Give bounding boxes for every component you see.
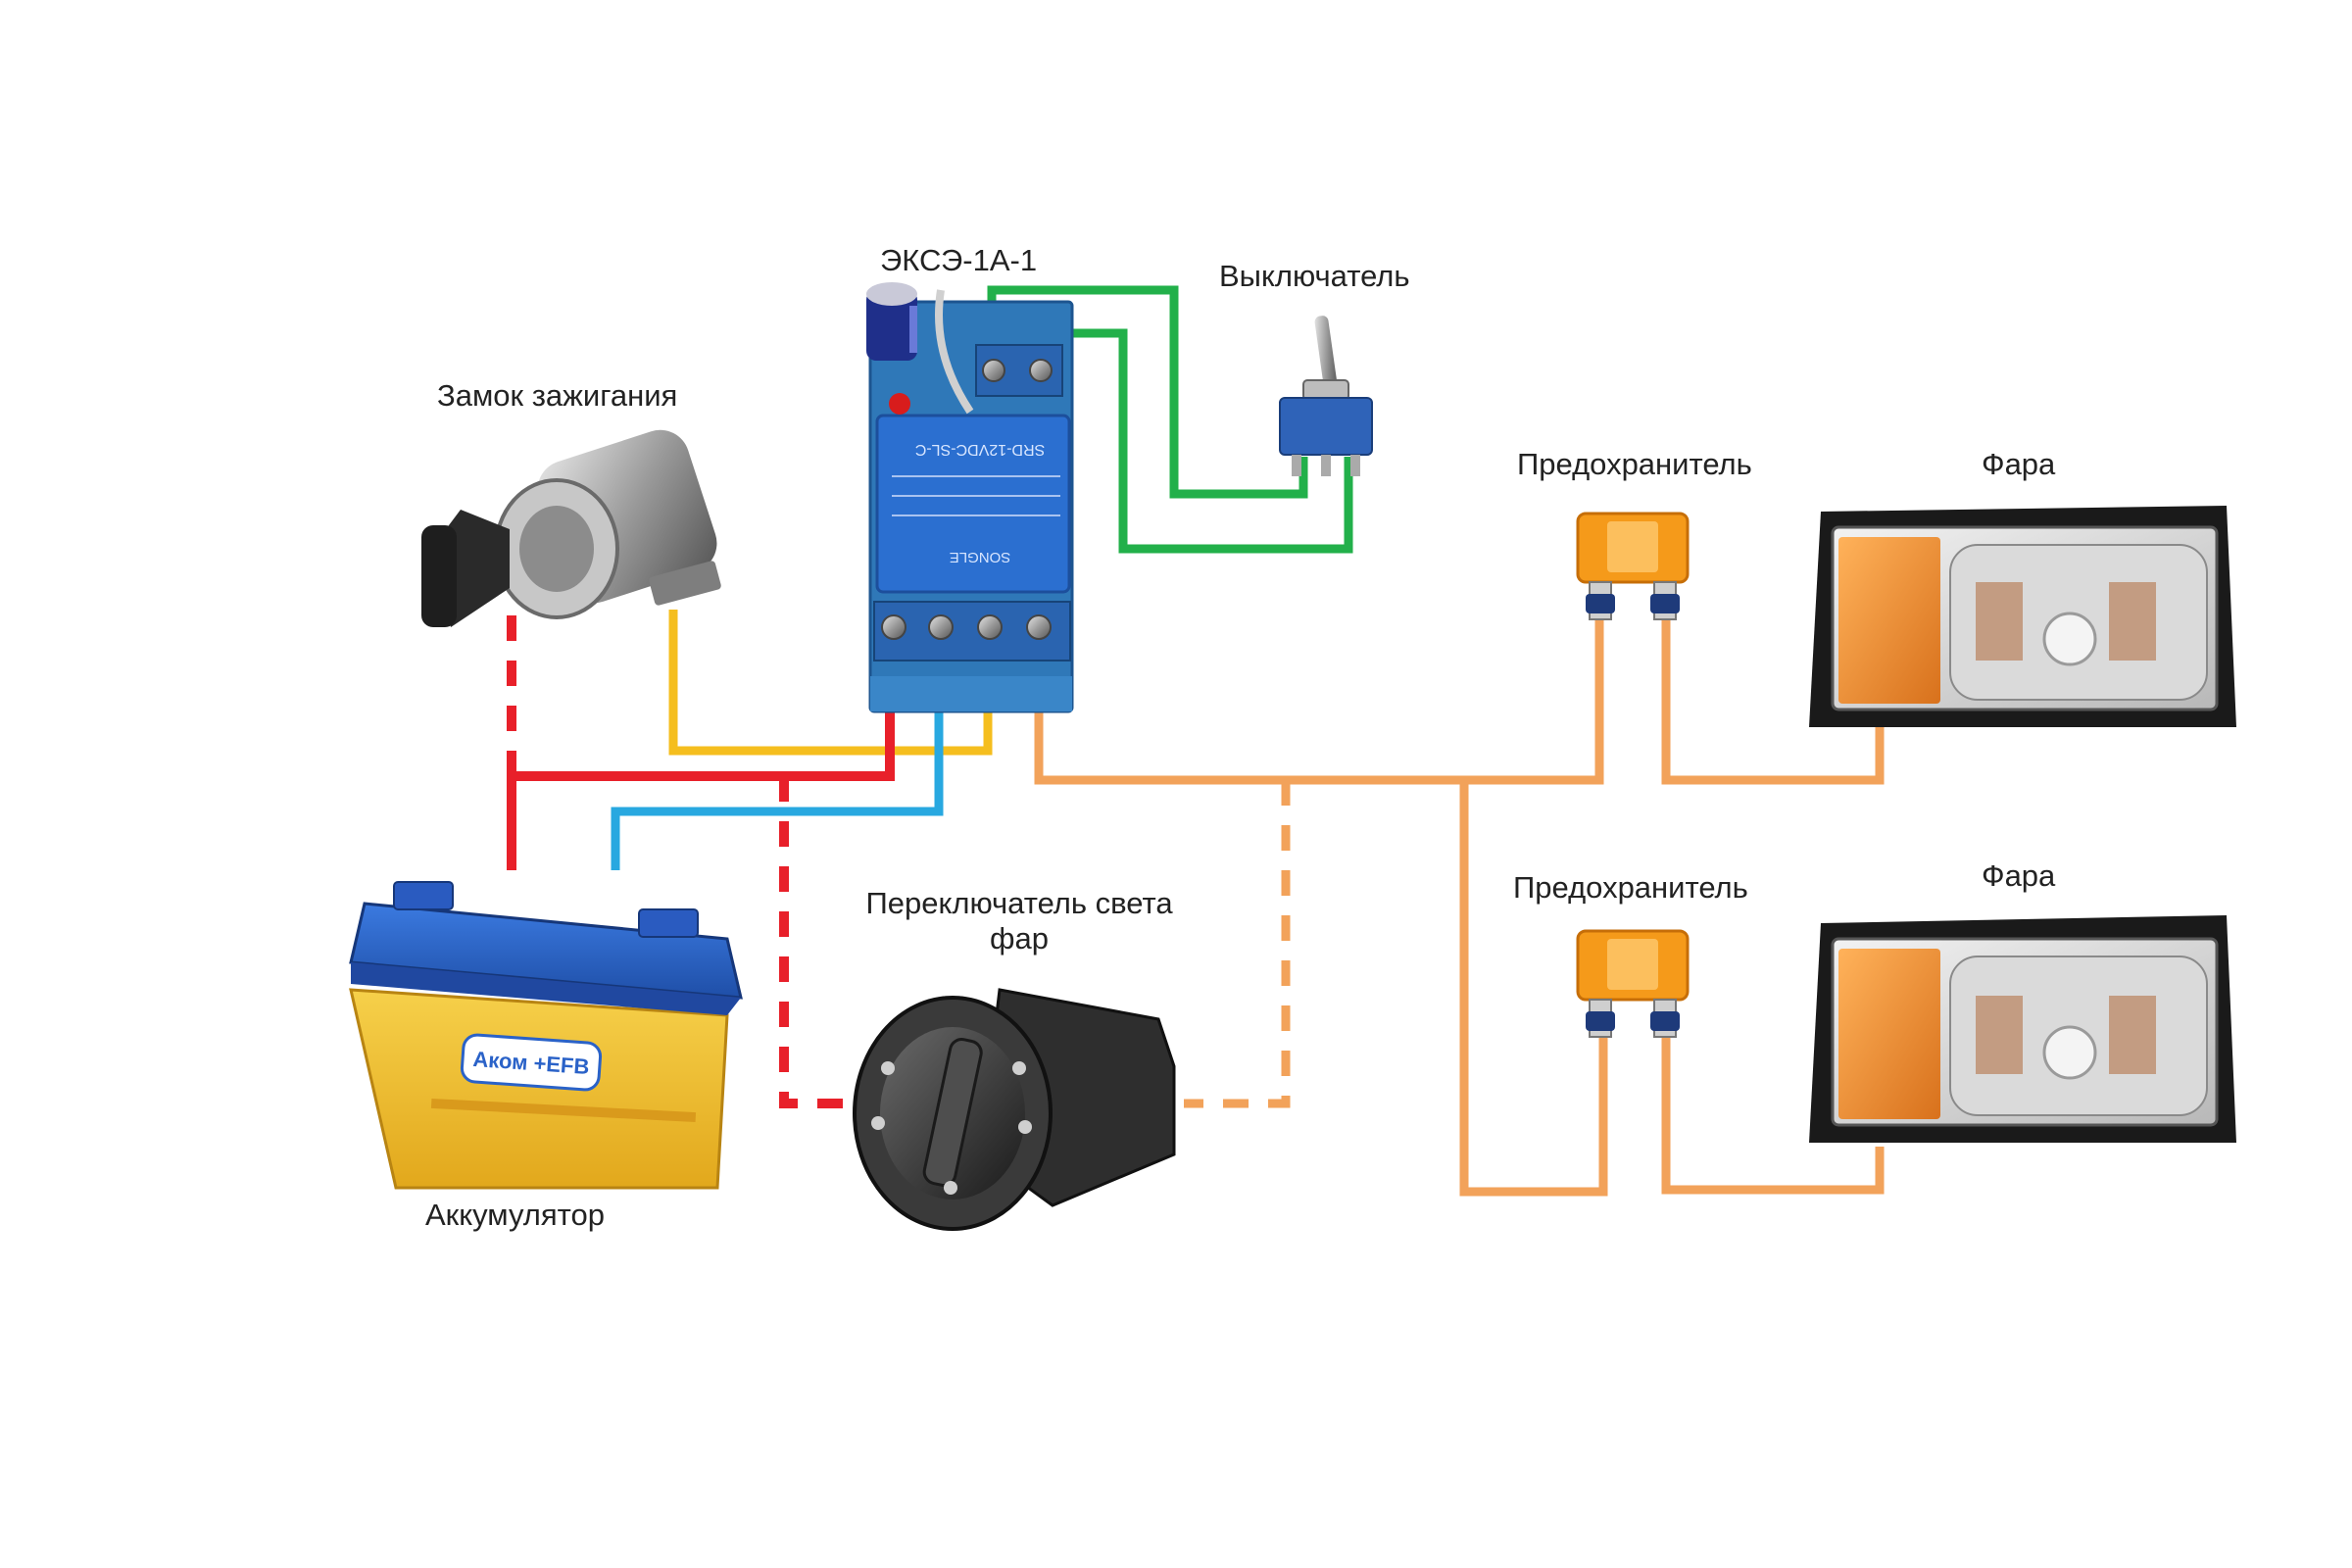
terminal-screw	[1029, 359, 1053, 382]
headlight-bottom-icon	[1809, 915, 2236, 1143]
terminal-screw	[977, 614, 1003, 640]
headlight-top-icon	[1809, 506, 2236, 727]
relay-module: SRD-12VDC-SL-C SONGLE	[866, 282, 1074, 713]
wire-orange-main	[1034, 600, 1604, 785]
wire-orange-headlight-top	[1661, 600, 1885, 785]
relay-label: ЭКСЭ-1А-1	[880, 243, 1038, 277]
battery-label: Аккумулятор	[425, 1198, 605, 1232]
relay-brand: SONGLE	[950, 549, 1011, 565]
wire-orange-branch	[1459, 780, 1608, 1197]
battery-icon: Аком +EFB	[349, 881, 743, 1190]
wire-orange-headlight-bottom	[1661, 1017, 1885, 1195]
switch-label: Выключатель	[1219, 259, 1410, 293]
terminal-screw	[881, 614, 906, 640]
light-switch-label: Переключатель света фар	[865, 886, 1173, 956]
relay-marking: SRD-12VDC-SL-C	[915, 441, 1045, 458]
terminal-screw	[982, 359, 1005, 382]
fuse-top-icon	[1576, 512, 1690, 620]
fuse-bottom-icon	[1576, 929, 1690, 1038]
fuse-top-label: Предохранитель	[1517, 447, 1752, 481]
terminal-screw	[928, 614, 954, 640]
wire-orange-dashed	[1184, 780, 1291, 1108]
wire-red-dashed-switch	[779, 776, 851, 1108]
ignition-lock-icon	[421, 429, 721, 627]
led-icon	[889, 393, 910, 415]
wire-blue	[611, 629, 944, 870]
fuse-bottom-label: Предохранитель	[1513, 870, 1748, 905]
toggle-switch-icon	[1279, 316, 1373, 476]
headlight-bottom-label: Фара	[1982, 858, 2056, 893]
capacitor-icon	[866, 282, 917, 361]
headlight-top-label: Фара	[1982, 447, 2056, 481]
ignition-label: Замок зажигания	[437, 378, 678, 413]
terminal-screw	[1026, 614, 1052, 640]
light-switch-icon	[853, 988, 1176, 1231]
